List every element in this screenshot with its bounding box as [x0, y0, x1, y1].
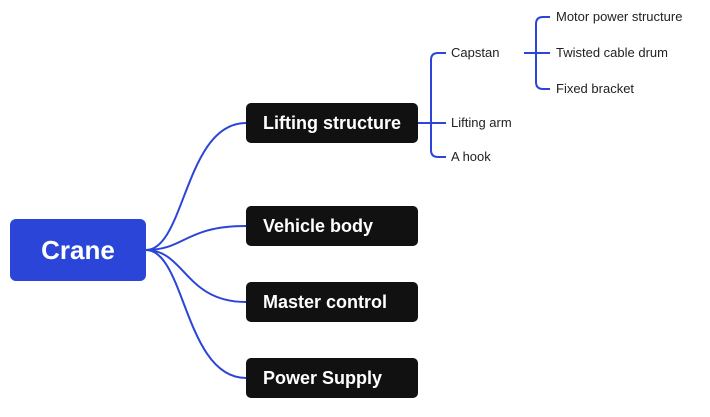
leaf-lifting-arm[interactable]: Lifting arm: [451, 115, 512, 130]
connector-bracket: [535, 53, 550, 90]
connector-root-lifting: [145, 122, 247, 251]
branch-node-master-control[interactable]: Master control: [246, 282, 418, 322]
connector-root-power: [145, 249, 247, 379]
branch-node-power-supply[interactable]: Power Supply: [246, 358, 418, 398]
branch-node-vehicle-body[interactable]: Vehicle body: [246, 206, 418, 246]
branch-label: Power Supply: [263, 367, 383, 388]
leaf-a-hook[interactable]: A hook: [451, 149, 491, 164]
branch-node-lifting-structure[interactable]: Lifting structure: [246, 103, 418, 143]
leaf-motor-power-structure[interactable]: Motor power structure: [556, 9, 683, 24]
leaf-twisted-cable-drum[interactable]: Twisted cable drum: [556, 45, 668, 60]
branch-label: Master control: [263, 291, 388, 312]
connector-root-master: [145, 249, 247, 303]
leaf-capstan[interactable]: Capstan: [451, 45, 500, 60]
branch-label: Vehicle body: [263, 215, 374, 236]
connector-root-vehicle: [145, 225, 247, 251]
leaf-fixed-bracket[interactable]: Fixed bracket: [556, 81, 635, 96]
root-node[interactable]: Crane: [10, 219, 146, 281]
branch-label: Lifting structure: [263, 112, 401, 133]
connector-hook: [430, 123, 446, 158]
connector-capstan: [430, 52, 446, 123]
connector-motor: [535, 16, 550, 53]
root-label: Crane: [41, 234, 115, 265]
